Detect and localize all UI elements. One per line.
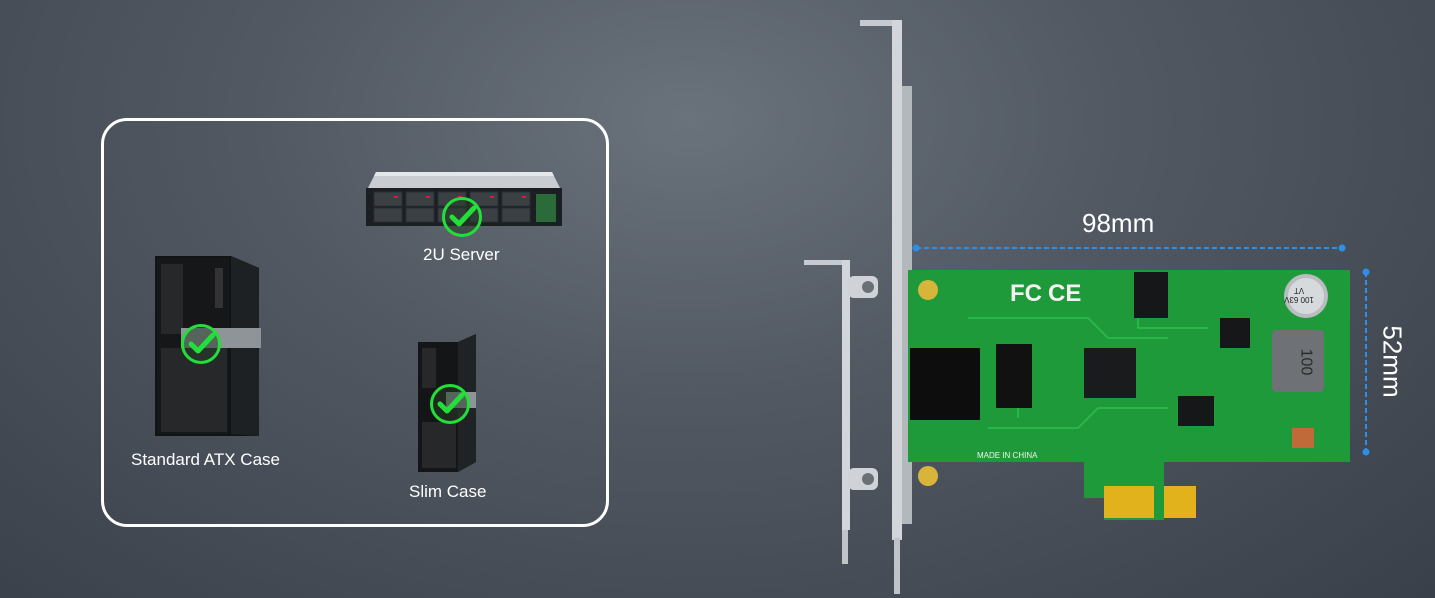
atx-check-icon [181,324,221,364]
width-dimension-label: 98mm [1082,208,1155,238]
network-card-pcb [908,268,1352,520]
server-label: 2U Server [423,245,500,264]
compatibility-panel [101,118,609,527]
width-dimension-line [912,243,1348,253]
origin-mark: MADE IN CHINA [977,451,1038,460]
atx-label: Standard ATX Case [131,450,280,469]
fc-mark: FC [1010,280,1042,307]
slim-check-icon [430,384,470,424]
low-profile-bracket [802,258,882,568]
height-dimension-line [1361,268,1371,458]
capacitor-mark: 100 63V VT [1284,286,1314,304]
ce-mark: CE [1048,280,1082,307]
height-dimension-label: 52mm [1377,325,1408,398]
slim-label: Slim Case [409,482,487,501]
server-check-icon [442,197,482,237]
inductor-mark: 100 [1297,348,1315,376]
full-height-bracket [858,18,918,598]
